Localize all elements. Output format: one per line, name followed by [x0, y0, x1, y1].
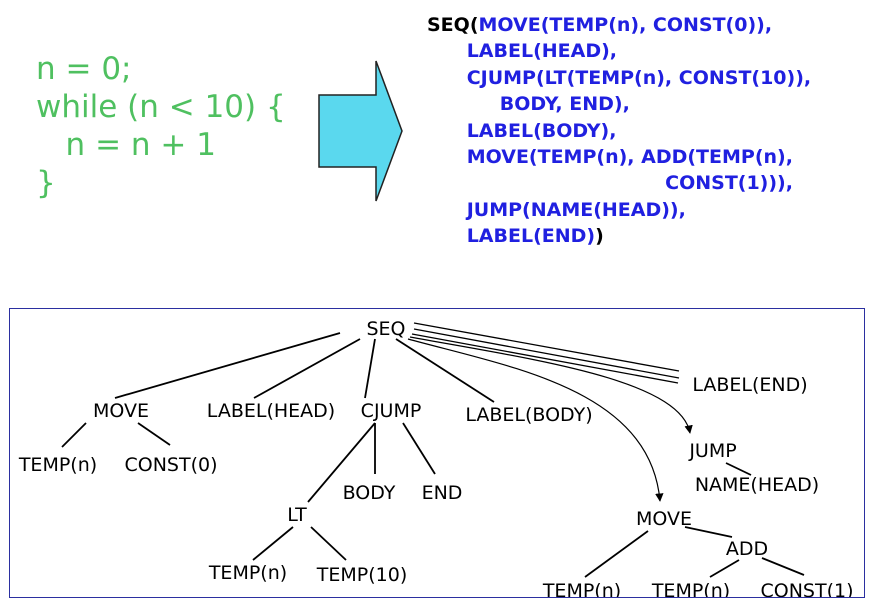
ir-code-line: SEQ(MOVE(TEMP(n), CONST(0)),	[427, 12, 811, 38]
ir-code-segment: BODY, END),	[499, 93, 630, 116]
tree-node-label_head: LABEL(HEAD)	[207, 400, 335, 422]
ir-code-segment	[427, 120, 467, 142]
source-code-line: while (n < 10) {	[36, 89, 286, 125]
ir-code-segment	[427, 93, 500, 115]
tree-edge-seq-jump	[409, 336, 693, 434]
ir-code-segment: MOVE(TEMP(n), ADD(TEMP(n),	[466, 145, 793, 168]
tree-node-name_head: NAME(HEAD)	[695, 474, 819, 496]
ir-code-segment	[427, 40, 467, 62]
tree-edge-move1-const0	[137, 422, 171, 446]
tree-edge-cjump-lt	[307, 422, 376, 503]
ir-code-block: SEQ(MOVE(TEMP(n), CONST(0)), LABEL(HEAD)…	[427, 12, 811, 250]
source-code-line: }	[36, 165, 56, 201]
tree-edge-move2-temp_n3	[584, 530, 649, 578]
tree-edge-seq-label_body	[395, 338, 495, 403]
ir-tree-diagram: SEQ MOVE TEMP(n) CONST(0) LABEL(HEAD) CJUMP LT…	[18, 318, 854, 598]
ir-code-line: LABEL(BODY),	[427, 118, 811, 144]
tree-node-body: BODY	[343, 482, 396, 504]
tree-node-temp10: TEMP(10)	[316, 564, 407, 586]
tree-node-lt: LT	[287, 504, 307, 526]
tree-edge-add-temp_n4	[709, 559, 740, 578]
ir-code-segment: )	[595, 225, 604, 248]
tree-edge-cjump-end	[402, 422, 436, 475]
tree-node-temp_n2: TEMP(n)	[208, 562, 287, 584]
tree-node-const0: CONST(0)	[124, 454, 217, 476]
ir-code-segment: LABEL(HEAD),	[466, 40, 618, 63]
ir-code-segment: CJUMP(LT(TEMP(n), CONST(10)),	[466, 66, 812, 89]
ir-code-line: LABEL(END))	[427, 223, 811, 249]
tree-edge-seq-move1	[114, 332, 341, 399]
tree-node-const1: CONST(1)	[760, 580, 853, 598]
tree-node-end: END	[422, 482, 463, 504]
ir-code-line: CONST(1))),	[427, 170, 811, 196]
ir-code-segment: LABEL(BODY),	[466, 119, 617, 142]
ir-code-segment	[427, 146, 467, 168]
tree-node-label_end: LABEL(END)	[692, 374, 807, 396]
source-code-block: n = 0; while (n < 10) { n = n + 1 }	[36, 50, 286, 202]
ir-code-segment: JUMP(NAME(HEAD)),	[466, 198, 686, 221]
ir-code-line: MOVE(TEMP(n), ADD(TEMP(n),	[427, 144, 811, 170]
ir-code-segment: LABEL(END)	[466, 225, 596, 248]
tree-node-move2: MOVE	[636, 508, 692, 530]
tree-node-label_body: LABEL(BODY)	[465, 404, 592, 426]
right-arrow-icon	[318, 60, 403, 202]
ir-tree-panel: SEQ MOVE TEMP(n) CONST(0) LABEL(HEAD) CJUMP LT…	[9, 308, 865, 598]
tree-edge-jump-name_head	[725, 462, 752, 476]
ir-code-segment: MOVE(TEMP(n), CONST(0)),	[478, 14, 773, 36]
tree-node-cjump: CJUMP	[361, 400, 422, 422]
tree-node-seq: SEQ	[366, 318, 405, 340]
ir-code-segment	[427, 172, 665, 194]
tree-node-add: ADD	[726, 538, 768, 560]
ir-code-line: BODY, END),	[427, 91, 811, 117]
tree-node-jump: JUMP	[688, 440, 736, 462]
tree-edge-lt-temp_n2	[252, 526, 294, 561]
source-code-line: n = n + 1	[36, 127, 216, 163]
ir-code-segment: CONST(1))),	[665, 172, 793, 195]
tree-edge-lt-temp10	[310, 526, 347, 561]
tree-node-temp_n3: TEMP(n)	[542, 580, 621, 598]
tree-node-temp_n4: TEMP(n)	[651, 580, 730, 598]
source-code-line: n = 0;	[36, 51, 132, 87]
tree-edge-seq-label_head	[253, 338, 361, 399]
tree-node-temp_n1: TEMP(n)	[18, 454, 97, 476]
ir-code-segment: SEQ(	[427, 14, 479, 36]
tree-edge-seq-cjump	[364, 338, 376, 399]
ir-code-segment	[427, 199, 467, 221]
tree-edge-seq-label_end	[411, 322, 680, 384]
ir-code-line: LABEL(HEAD),	[427, 38, 811, 64]
tree-node-move1: MOVE	[93, 400, 149, 422]
tree-edge-move2-add	[684, 526, 733, 538]
ir-code-line: CJUMP(LT(TEMP(n), CONST(10)),	[427, 65, 811, 91]
ir-code-segment	[427, 67, 467, 89]
tree-edge-seq-move2	[407, 338, 664, 502]
ir-code-segment	[427, 225, 467, 247]
tree-edge-add-const1	[761, 557, 805, 576]
tree-edge-move1-temp_n1	[61, 422, 87, 448]
ir-code-line: JUMP(NAME(HEAD)),	[427, 197, 811, 223]
